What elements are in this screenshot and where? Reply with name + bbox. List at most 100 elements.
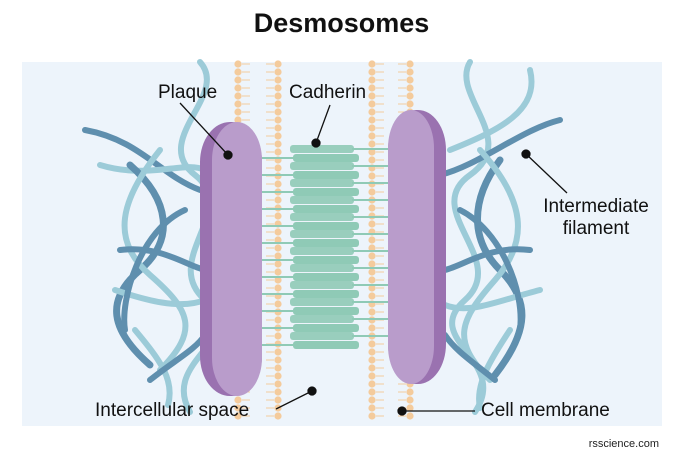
membrane-lipid-head	[234, 84, 242, 92]
membrane-lipid-head	[368, 252, 376, 260]
intermediate-filament	[82, 127, 203, 193]
membrane-lipid-head	[368, 156, 376, 164]
source-credit: rsscience.com	[588, 438, 659, 450]
cadherin	[290, 332, 354, 340]
membrane-lipid-head	[274, 68, 282, 76]
membrane-lipid-head	[274, 140, 282, 148]
membrane-lipid-head	[368, 236, 376, 244]
membrane-lipid-head	[234, 396, 242, 404]
membrane-lipid-head	[368, 132, 376, 140]
membrane-lipid-head	[368, 76, 376, 84]
cadherin	[290, 247, 354, 255]
membrane-lipid-head	[368, 148, 376, 156]
membrane-lipid-head	[368, 348, 376, 356]
intermediate-filament	[437, 117, 563, 178]
membrane-lipid-head	[274, 132, 282, 140]
cadherin	[290, 264, 354, 272]
intermediate-filament-label-line2: filament	[562, 218, 630, 239]
membrane-lipid-head	[234, 108, 242, 116]
membrane-lipid-head	[368, 396, 376, 404]
cadherins	[258, 145, 392, 349]
membrane-lipid-head	[274, 212, 282, 220]
cadherin	[293, 188, 359, 196]
membrane-lipid-head	[274, 276, 282, 284]
membrane-lipid-head	[274, 316, 282, 324]
membrane-lipid-head	[406, 388, 414, 396]
membrane-lipid-head	[368, 68, 376, 76]
filament-leader	[525, 153, 568, 194]
cadherin	[290, 213, 354, 221]
membrane-lipid-head	[274, 76, 282, 84]
cadherin	[293, 324, 359, 332]
cadherin-leader	[315, 104, 331, 144]
cadherin	[290, 315, 354, 323]
membrane-lipid-head	[274, 260, 282, 268]
intermediate-filament	[117, 246, 208, 273]
membrane-lipid-head	[274, 84, 282, 92]
cadherin	[293, 256, 359, 264]
membrane-lipid-head	[368, 60, 376, 68]
membrane-lipid-head	[368, 124, 376, 132]
membrane-lipid-head	[368, 412, 376, 420]
membrane-lipid-head	[368, 172, 376, 180]
membrane-lipid-head	[368, 380, 376, 388]
membrane-lipid-head	[274, 284, 282, 292]
membrane-lipid-head	[274, 116, 282, 124]
membrane-lipid-head	[274, 268, 282, 276]
cadherin	[290, 230, 354, 238]
membrane-lipid-head	[368, 372, 376, 380]
cadherin	[290, 298, 354, 306]
membrane-lipid-head	[406, 396, 414, 404]
leader-lines	[179, 102, 568, 416]
membrane-lipid-head	[368, 284, 376, 292]
membrane-lipid-head	[368, 340, 376, 348]
intermediate-filament-label-line1: Intermediate	[543, 196, 649, 217]
cadherin	[293, 205, 359, 213]
plaque-leader-dot	[223, 150, 233, 160]
intermediate-filament	[447, 67, 535, 153]
membrane-lipid-head	[274, 380, 282, 388]
membrane-lipid-head	[368, 364, 376, 372]
membrane-lipid-head	[368, 244, 376, 252]
membrane-lipid-head	[274, 356, 282, 364]
membrane-lipid-head	[274, 412, 282, 420]
cadherin	[290, 145, 354, 153]
membrane-lipid-head	[234, 412, 242, 420]
membrane-lipid-head	[406, 68, 414, 76]
membrane-lipid-head	[368, 324, 376, 332]
membrane-lipid-head	[274, 372, 282, 380]
cadherin-leader-dot	[311, 138, 321, 148]
membrane-lipid-head	[274, 180, 282, 188]
membrane-lipid-head	[406, 100, 414, 108]
intermediate-filaments-right	[437, 59, 563, 415]
membrane-lipid-head	[274, 388, 282, 396]
intermediate-filament	[442, 246, 533, 273]
membrane-lipid-head	[406, 60, 414, 68]
membrane-lipid-head	[234, 68, 242, 76]
membrane-lipid-head	[368, 268, 376, 276]
membrane-lipid-head	[406, 92, 414, 100]
cadherin	[293, 222, 359, 230]
cadherin	[293, 307, 359, 315]
plaque-leader	[179, 102, 229, 156]
membrane-lipid-head	[234, 76, 242, 84]
membrane-lipid-head	[234, 404, 242, 412]
membrane-lipid-head	[368, 356, 376, 364]
cadherin	[290, 162, 354, 170]
diagram-title: Desmosomes	[253, 8, 430, 38]
membrane-lipid-head	[274, 228, 282, 236]
membrane-lipid-head	[274, 364, 282, 372]
membrane-lipid-head	[274, 300, 282, 308]
cadherin	[290, 281, 354, 289]
intermediate-filament	[121, 207, 188, 333]
membrane-lipid-head	[368, 84, 376, 92]
filament-leader-dot	[521, 149, 531, 159]
cadherin	[290, 179, 354, 187]
cadherin	[293, 171, 359, 179]
membrane-lipid-head	[274, 148, 282, 156]
plaque-right	[388, 110, 446, 384]
membrane-lipid-head	[368, 260, 376, 268]
membrane-lipid-head	[368, 220, 376, 228]
intermediate-filament	[121, 147, 189, 373]
intermediate-filament	[442, 332, 498, 383]
